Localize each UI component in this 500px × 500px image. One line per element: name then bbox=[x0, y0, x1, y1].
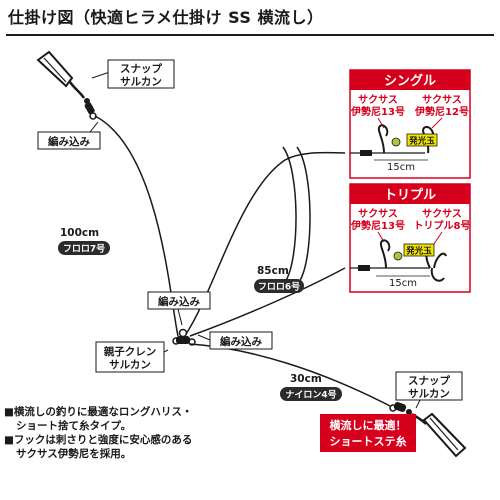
swivel-label-2: サルカン bbox=[109, 359, 151, 371]
triple-hook2-size: トリプル8号 bbox=[414, 219, 471, 232]
swivel-label-box bbox=[95, 341, 165, 373]
mid-line-length: 85cm bbox=[257, 265, 289, 277]
mid-line-tag bbox=[254, 279, 304, 293]
snap-top-label-2: サルカン bbox=[120, 76, 162, 88]
knit-top-label-box bbox=[37, 131, 101, 150]
left-line-spec: フロロ7号 bbox=[63, 244, 105, 255]
single-hook1-icon bbox=[377, 124, 389, 154]
diagram-title: 仕掛け図（快適ヒラメ仕掛け SS 横流し） bbox=[8, 8, 324, 27]
single-bead-label: 発光玉 bbox=[408, 136, 435, 147]
single-hook1-size: 伊勢尼13号 bbox=[350, 105, 405, 118]
knit-top-leader bbox=[89, 121, 99, 133]
single-hook1-name: サクサス bbox=[358, 94, 398, 106]
knit-top-label: 編み込み bbox=[48, 135, 90, 148]
snap-top-label-box bbox=[107, 59, 175, 89]
callout-box bbox=[320, 414, 416, 452]
three-way-swivel-icon bbox=[172, 328, 196, 346]
feature-notes: ■横流しの釣りに最適なロングハリス・ ショート捨て糸タイプ。 ■フックは刺さりと… bbox=[4, 405, 294, 461]
single-hook2-size: 伊勢尼12号 bbox=[414, 105, 469, 118]
swivel-label-1: 親子クレン bbox=[104, 345, 157, 358]
bottom-line-spec: ナイロン4号 bbox=[285, 390, 336, 401]
knit-mid1-label-box bbox=[147, 291, 211, 310]
knit-mid2-leader bbox=[197, 334, 211, 341]
snap-bottom-label-1: スナップ bbox=[408, 374, 450, 387]
triple-hook1-icon bbox=[379, 239, 391, 269]
snap-top-label-1: スナップ bbox=[120, 62, 162, 75]
snap-bottom-label-2: サルカン bbox=[408, 388, 450, 400]
bottom-line-length: 30cm bbox=[290, 373, 322, 385]
note-line-4: サクサス伊勢尼を採用。 bbox=[16, 448, 132, 460]
note-line-2: ショート捨て糸タイプ。 bbox=[16, 420, 132, 432]
triple-hook2-name: サクサス bbox=[422, 208, 462, 220]
single-inset-title: シングル bbox=[384, 73, 436, 89]
single-crimp bbox=[360, 150, 372, 156]
left-line-tag bbox=[58, 241, 110, 255]
callout-line-2: ショートステ糸 bbox=[330, 434, 407, 448]
top-snap-icon bbox=[68, 81, 97, 120]
triple-hook1-name: サクサス bbox=[358, 208, 398, 220]
snap-top-leader bbox=[91, 71, 111, 79]
single-hook2-leader bbox=[431, 117, 443, 129]
triple-bead-label: 発光玉 bbox=[405, 246, 432, 257]
snap-bottom-leader bbox=[415, 399, 421, 409]
triple-inset-header bbox=[350, 184, 470, 204]
single-inset-header bbox=[350, 70, 470, 90]
single-bead-tag bbox=[406, 133, 438, 147]
note-line-3: ■フックは刺さりと強度に安心感のある bbox=[4, 434, 193, 446]
snap-bottom-label-box bbox=[395, 371, 463, 401]
triple-length: 15cm bbox=[389, 278, 417, 289]
bottom-sinker bbox=[422, 412, 467, 458]
single-length: 15cm bbox=[387, 162, 415, 173]
mid-line-spec: フロロ6号 bbox=[258, 282, 300, 293]
knit-mid2-label-box bbox=[209, 331, 273, 350]
line-break-mark-1 bbox=[282, 146, 297, 283]
main-line-left bbox=[94, 115, 179, 337]
triple-bead-icon bbox=[393, 251, 403, 261]
triple-hook2-leader bbox=[433, 231, 443, 245]
triple-hook1-size: 伊勢尼13号 bbox=[350, 219, 405, 232]
knit-mid2-label: 編み込み bbox=[220, 335, 262, 348]
top-sinker bbox=[36, 50, 74, 88]
bottom-line-tag bbox=[280, 387, 342, 401]
single-hook2-name: サクサス bbox=[422, 94, 462, 106]
left-line-length: 100cm bbox=[60, 227, 99, 239]
triple-bead-tag bbox=[403, 243, 435, 257]
title-underline bbox=[6, 34, 494, 36]
triple-crimp bbox=[358, 265, 370, 271]
knit-mid1-leader bbox=[177, 308, 183, 326]
note-line-1: ■横流しの釣りに最適なロングハリス・ bbox=[4, 406, 193, 418]
triple-inset-title: トリプル bbox=[384, 188, 436, 203]
single-bead-icon bbox=[391, 137, 401, 147]
callout-line-1: 横流しに最適！ bbox=[330, 418, 407, 432]
knit-mid1-label: 編み込み bbox=[158, 295, 200, 308]
main-line-lower-dropper bbox=[189, 267, 346, 337]
line-break-mark-2 bbox=[296, 146, 311, 283]
